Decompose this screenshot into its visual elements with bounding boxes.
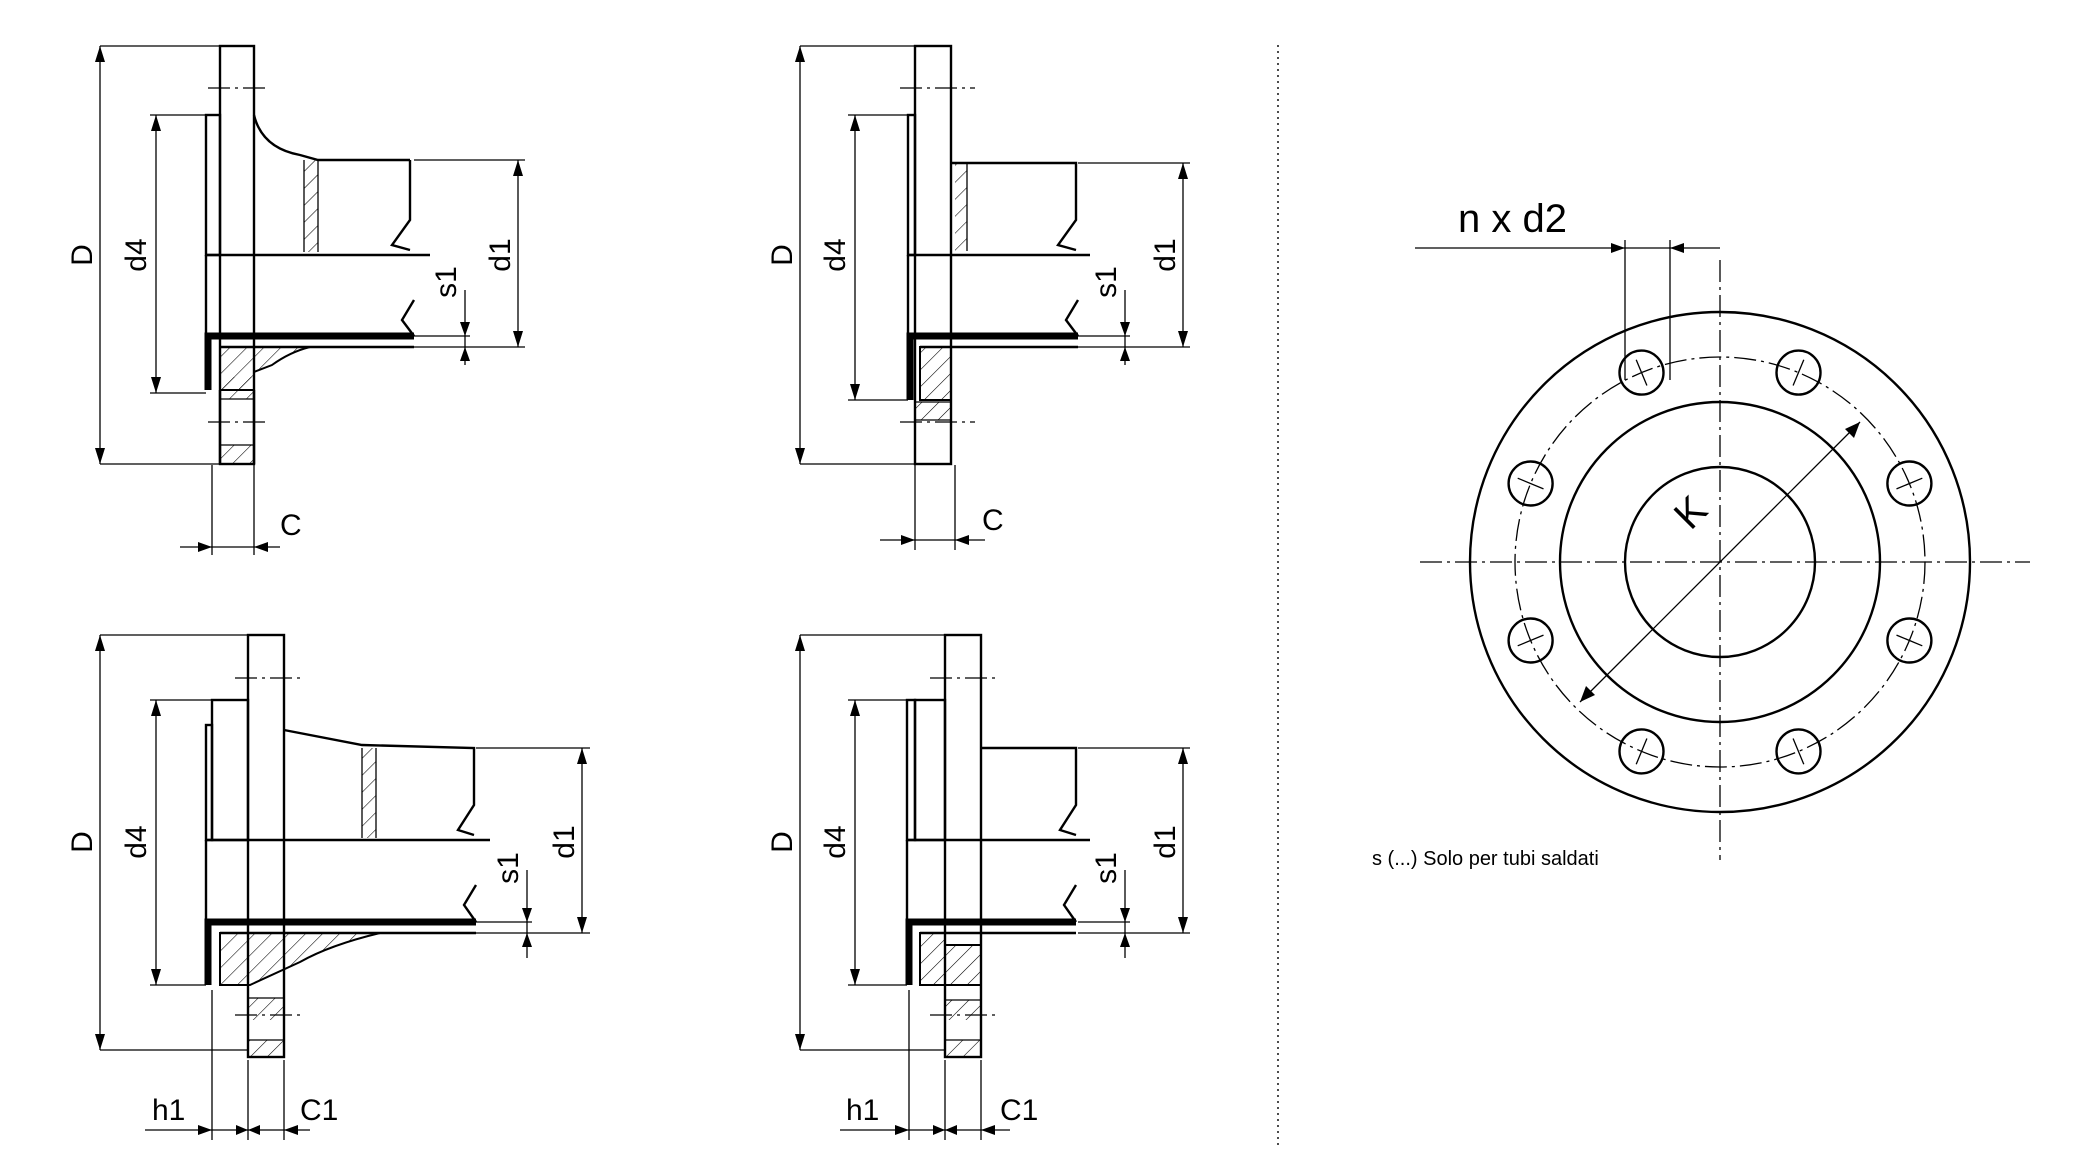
dim-s1: s1 [1090,266,1123,298]
bolt-hole [1886,617,1933,664]
bolt-hole-centerline [1792,738,1805,765]
dim-s1: s1 [492,852,525,884]
section-bottom-middle [905,633,1090,1059]
section-top-left [204,44,430,466]
front-view: K n x d2 [1415,197,2030,860]
bolt-hole-centerline [1517,477,1544,490]
dim-D: D [766,831,799,853]
dim-d4: d4 [819,825,852,858]
bolt-hole [1886,460,1933,507]
dim-C1: C1 [300,1094,338,1127]
dim-d1: d1 [484,238,517,271]
note-welded-pipes: s (...) Solo per tubi saldati [1372,848,1599,870]
bolt-hole-centerline [1517,634,1544,647]
dim-d4: d4 [120,825,153,858]
bolt-hole-centerline [1635,359,1648,386]
bolt-hole [1618,349,1665,396]
dim-C: C [982,504,1004,537]
bolt-hole-centerline [1635,738,1648,765]
dim-d4: d4 [819,238,852,271]
dim-D: D [766,244,799,266]
dim-K: K [1666,488,1716,538]
dim-D: D [66,244,99,266]
dim-d1: d1 [548,825,581,858]
bolt-hole-centerline [1896,634,1923,647]
dim-d1: d1 [1149,825,1182,858]
dim-C: C [280,509,302,542]
dims-bottom-middle: D d4 d1 s1 h1 C1 [766,634,1190,1140]
dim-d4: d4 [120,238,153,271]
dims-top-middle: D d4 d1 s1 C [766,45,1190,550]
section-bottom-left [204,633,490,1059]
bolt-hole [1775,349,1822,396]
section-top-middle [900,44,1090,466]
bolt-holes [1507,349,1933,775]
bolt-hole [1775,728,1822,775]
dim-n-x-d2: n x d2 [1458,197,1567,241]
dim-C1: C1 [1000,1094,1038,1127]
dims-top-left: D d4 d1 s1 C [66,45,525,555]
dim-s1: s1 [1090,852,1123,884]
bolt-hole-centerline [1896,477,1923,490]
bolt-hole [1618,728,1665,775]
dim-d1: d1 [1149,238,1182,271]
bolt-hole [1507,460,1554,507]
bolt-hole [1507,617,1554,664]
dim-h1: h1 [152,1094,185,1127]
bolt-hole-centerline [1792,359,1805,386]
dim-s1: s1 [430,266,463,298]
dims-bottom-left: D d4 d1 s1 h1 C1 [66,634,590,1140]
dim-D: D [66,831,99,853]
dim-h1: h1 [846,1094,879,1127]
